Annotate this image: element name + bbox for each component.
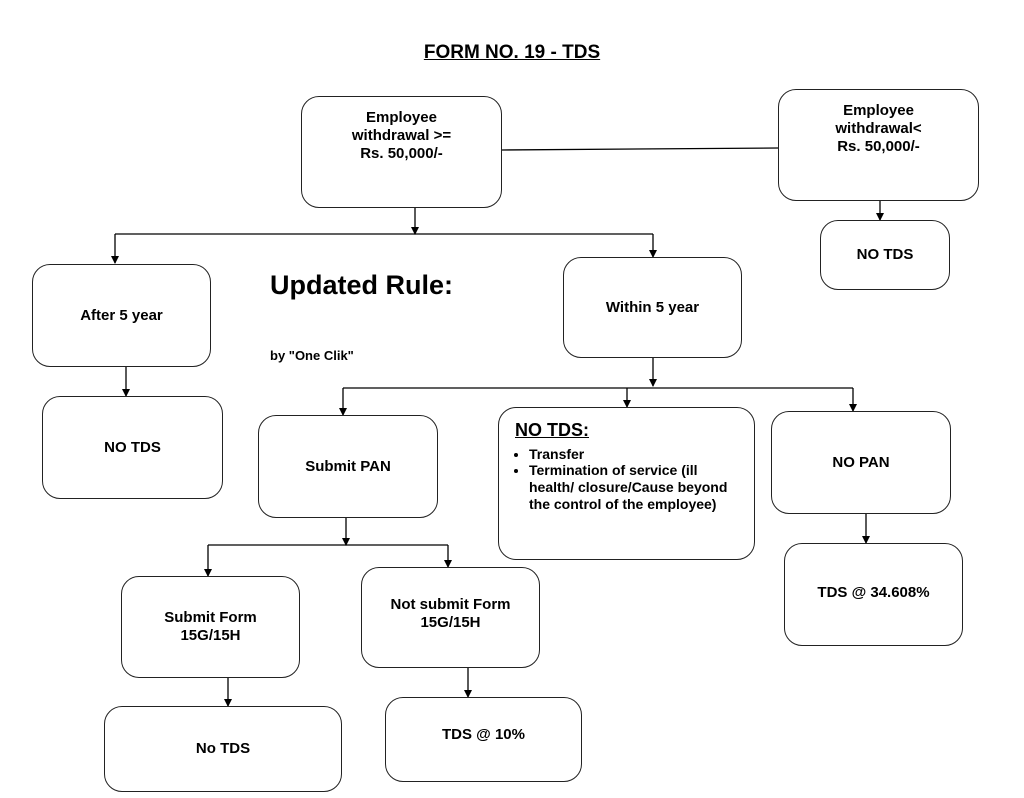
node-no-tds-low: NO TDS <box>820 220 950 290</box>
node-withdrawal-low: Employee withdrawal< Rs. 50,000/- <box>778 89 979 201</box>
node-tds-34-label: TDS @ 34.608% <box>817 584 930 601</box>
no-tds-exceptions-list: Transfer Termination of service (ill hea… <box>515 446 744 513</box>
node-withdrawal-high-label: Employee withdrawal >= Rs. 50,000/- <box>351 109 452 162</box>
node-submit-pan-label: Submit PAN <box>305 457 391 475</box>
node-submit-pan: Submit PAN <box>258 415 438 518</box>
node-within-5-year-label: Within 5 year <box>605 298 700 316</box>
link-high-to-low <box>501 147 779 151</box>
node-no-pan-label: NO PAN <box>832 453 890 471</box>
node-submit-form-label: Submit Form 15G/15H <box>164 609 257 644</box>
node-not-submit-form-label: Not submit Form 15G/15H <box>390 596 511 631</box>
node-withdrawal-high: Employee withdrawal >= Rs. 50,000/- <box>301 96 502 208</box>
node-submit-form: Submit Form 15G/15H <box>121 576 300 678</box>
node-withdrawal-low-label: Employee withdrawal< Rs. 50,000/- <box>835 102 922 155</box>
node-tds-10-label: TDS @ 10% <box>442 726 525 743</box>
page-title: FORM NO. 19 - TDS <box>423 42 601 63</box>
node-no-tds-after: NO TDS <box>42 396 223 499</box>
list-item: Termination of service (ill health/ clos… <box>529 462 744 512</box>
node-no-tds-low-label: NO TDS <box>856 246 914 263</box>
node-not-submit-form: Not submit Form 15G/15H <box>361 567 540 668</box>
updated-rule-byline: by "One Clik" <box>270 348 354 363</box>
node-no-tds-after-label: NO TDS <box>104 438 161 456</box>
list-item: Transfer <box>529 446 744 463</box>
node-no-tds-form: No TDS <box>104 706 342 792</box>
node-no-pan: NO PAN <box>771 411 951 514</box>
node-after-5-year: After 5 year <box>32 264 211 367</box>
node-tds-10: TDS @ 10% <box>385 697 582 782</box>
node-within-5-year: Within 5 year <box>563 257 742 358</box>
updated-rule-heading: Updated Rule: <box>270 270 454 300</box>
node-after-5-year-label: After 5 year <box>80 306 163 324</box>
node-no-tds-form-label: No TDS <box>195 740 251 757</box>
node-no-tds-exceptions: NO TDS: Transfer Termination of service … <box>498 407 755 560</box>
node-tds-34: TDS @ 34.608% <box>784 543 963 646</box>
no-tds-exceptions-heading: NO TDS: <box>515 420 589 440</box>
